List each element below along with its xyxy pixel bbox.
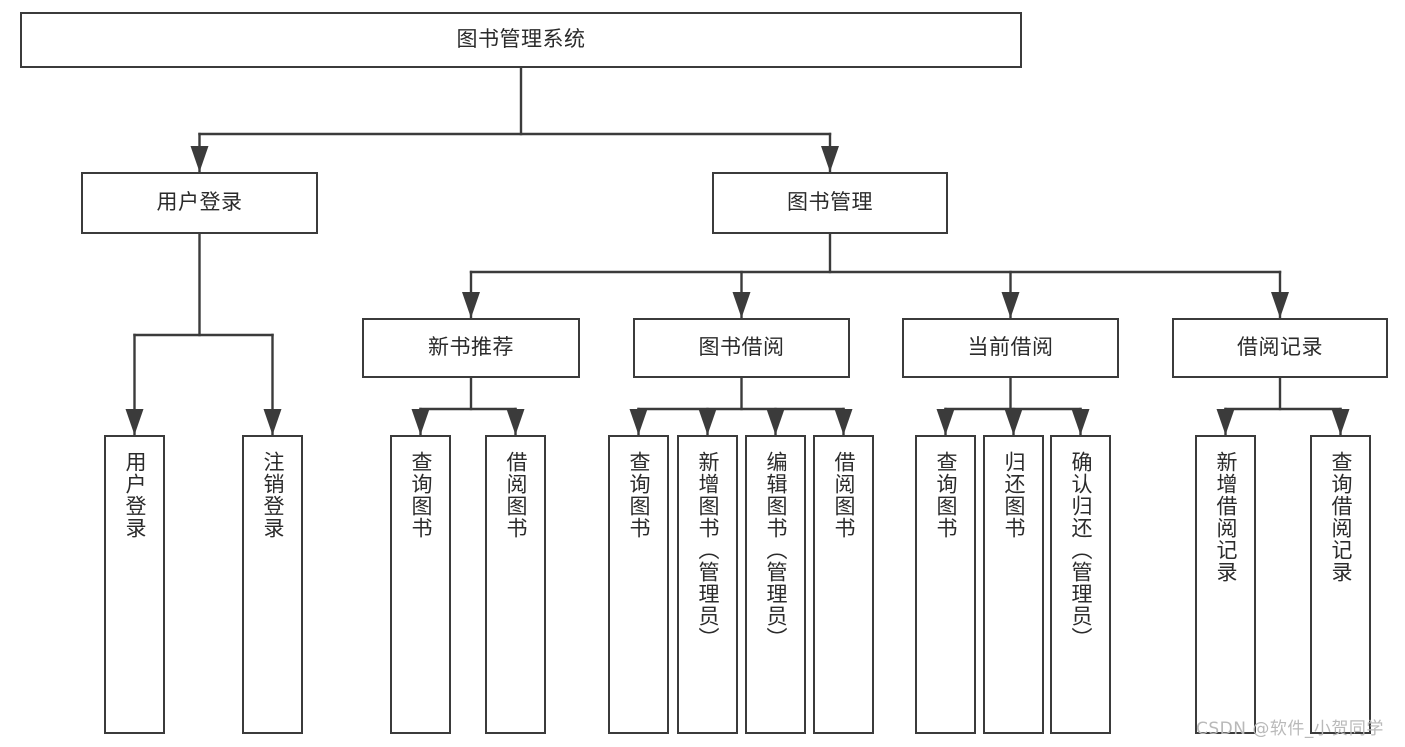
arrow-head-leaf-query-book-1 xyxy=(411,409,430,435)
node-label-user-login: 用户登录 xyxy=(156,190,243,215)
arrow-head-book-borrow xyxy=(732,292,751,318)
arrow-head-leaf-return-book xyxy=(1004,409,1023,435)
node-book-borrow: 图书借阅 xyxy=(633,318,850,378)
arrow-head-leaf-borrow-book-2 xyxy=(834,409,853,435)
arrow-head-leaf-user-login xyxy=(125,409,144,435)
node-label-book-borrow: 图书借阅 xyxy=(698,335,785,360)
node-label-current-borrow: 当前借阅 xyxy=(967,335,1054,360)
node-label-leaf-query-record: 查询借阅记录 xyxy=(1328,451,1353,583)
arrow-head-leaf-add-book xyxy=(698,409,717,435)
node-leaf-query-record: 查询借阅记录 xyxy=(1310,435,1371,734)
arrow-head-borrow-record xyxy=(1271,292,1289,318)
arrow-head-leaf-query-book-2 xyxy=(629,409,648,435)
node-label-leaf-confirm-return: 确认归还（管理员） xyxy=(1068,451,1093,649)
arrow-head-leaf-query-book-3 xyxy=(936,409,955,435)
node-label-root: 图书管理系统 xyxy=(456,27,586,52)
node-leaf-borrow-book-1: 借阅图书 xyxy=(485,435,546,734)
node-leaf-query-book-3: 查询图书 xyxy=(915,435,976,734)
node-new-book-recommend: 新书推荐 xyxy=(362,318,580,378)
node-leaf-return-book: 归还图书 xyxy=(983,435,1044,734)
node-label-new-book-recommend: 新书推荐 xyxy=(428,335,514,360)
node-leaf-borrow-book-2: 借阅图书 xyxy=(813,435,874,734)
arrow-head-current-borrow xyxy=(1001,292,1020,318)
arrow-head-leaf-logout xyxy=(263,409,282,435)
arrow-head-book-manage xyxy=(821,146,839,172)
node-label-leaf-edit-book: 编辑图书（管理员） xyxy=(763,451,788,649)
node-leaf-confirm-return: 确认归还（管理员） xyxy=(1050,435,1111,734)
node-label-leaf-query-book-1: 查询图书 xyxy=(408,451,433,539)
arrow-head-new-book-recommend xyxy=(462,292,480,318)
node-leaf-add-record: 新增借阅记录 xyxy=(1195,435,1256,734)
node-current-borrow: 当前借阅 xyxy=(902,318,1119,378)
node-label-leaf-add-book: 新增图书（管理员） xyxy=(695,451,720,649)
node-borrow-record: 借阅记录 xyxy=(1172,318,1388,378)
node-leaf-edit-book: 编辑图书（管理员） xyxy=(745,435,806,734)
node-label-leaf-user-login: 用户登录 xyxy=(122,451,147,539)
node-book-manage: 图书管理 xyxy=(712,172,948,234)
node-root: 图书管理系统 xyxy=(20,12,1022,68)
arrow-head-leaf-add-record xyxy=(1216,409,1235,435)
node-label-borrow-record: 借阅记录 xyxy=(1237,335,1323,360)
node-label-leaf-logout: 注销登录 xyxy=(260,451,285,539)
node-leaf-add-book: 新增图书（管理员） xyxy=(677,435,738,734)
node-label-leaf-add-record: 新增借阅记录 xyxy=(1213,451,1238,583)
arrow-head-user-login xyxy=(190,146,209,172)
node-leaf-query-book-2: 查询图书 xyxy=(608,435,669,734)
watermark-label: CSDN @软件_小贺同学 xyxy=(1196,719,1384,739)
node-label-leaf-query-book-3: 查询图书 xyxy=(933,451,958,539)
arrow-head-leaf-borrow-book-1 xyxy=(506,409,525,435)
arrow-head-leaf-edit-book xyxy=(766,409,785,435)
node-leaf-logout: 注销登录 xyxy=(242,435,303,734)
arrow-head-leaf-confirm-return xyxy=(1071,409,1090,435)
node-label-leaf-borrow-book-1: 借阅图书 xyxy=(503,451,528,539)
node-label-book-manage: 图书管理 xyxy=(787,190,873,215)
node-label-leaf-borrow-book-2: 借阅图书 xyxy=(831,451,856,539)
arrow-head-leaf-query-record xyxy=(1331,409,1350,435)
node-leaf-query-book-1: 查询图书 xyxy=(390,435,451,734)
node-label-leaf-query-book-2: 查询图书 xyxy=(626,451,651,539)
node-leaf-user-login: 用户登录 xyxy=(104,435,165,734)
node-user-login: 用户登录 xyxy=(81,172,318,234)
node-label-leaf-return-book: 归还图书 xyxy=(1001,451,1026,539)
